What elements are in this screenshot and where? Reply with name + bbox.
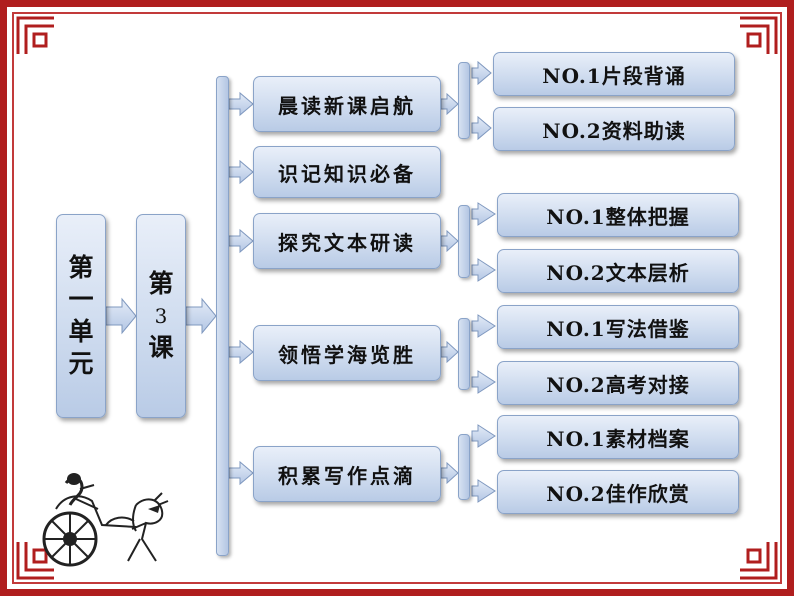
arrow-leaf-7 bbox=[471, 424, 496, 448]
corner-ornament-icon bbox=[740, 16, 778, 54]
arrow-section-5-out bbox=[440, 461, 459, 485]
corner-ornament-icon bbox=[16, 16, 54, 54]
lesson-char: 第 bbox=[148, 269, 174, 298]
lesson-box: 第 3 课 bbox=[136, 214, 186, 418]
section-box-1: 晨读新课启航 bbox=[253, 76, 441, 132]
branch-bar-5 bbox=[458, 434, 470, 500]
section-box-4: 领悟学海览胜 bbox=[253, 325, 441, 381]
leaf-label: NO.2文本层析 bbox=[546, 260, 690, 285]
corner-ornament-icon bbox=[740, 542, 778, 580]
leaf-label: NO.1整体把握 bbox=[546, 204, 690, 229]
arrow-unit-to-lesson bbox=[105, 297, 137, 335]
arrow-leaf-2 bbox=[471, 115, 492, 141]
unit-box: 第 一 单 元 bbox=[56, 214, 106, 418]
section-box-2: 识记知识必备 bbox=[253, 146, 441, 198]
section-label: 识记知识必备 bbox=[278, 161, 416, 186]
branch-bar-3 bbox=[458, 205, 470, 278]
section-label: 领悟学海览胜 bbox=[278, 342, 416, 367]
lesson-number: 3 bbox=[154, 304, 168, 328]
branch-bar-1 bbox=[458, 62, 470, 139]
inner-frame bbox=[12, 12, 782, 584]
leaf-label: NO.1素材档案 bbox=[546, 426, 690, 451]
section-label: 探究文本研读 bbox=[278, 230, 416, 255]
leaf-label: NO.1片段背诵 bbox=[542, 63, 686, 88]
leaf-box: NO.1片段背诵 bbox=[493, 52, 735, 96]
unit-char: 元 bbox=[68, 349, 94, 378]
leaf-box: NO.1整体把握 bbox=[497, 193, 739, 237]
main-connector-bar bbox=[216, 76, 229, 556]
unit-char: 单 bbox=[68, 317, 94, 346]
corner-ornament-icon bbox=[16, 542, 54, 580]
section-label: 积累写作点滴 bbox=[278, 463, 416, 488]
chariot-illustration-icon bbox=[42, 473, 169, 567]
section-box-3: 探究文本研读 bbox=[253, 213, 441, 269]
arrow-to-section-5 bbox=[228, 460, 254, 486]
arrow-to-section-4 bbox=[228, 339, 254, 365]
branch-bar-4 bbox=[458, 318, 470, 390]
arrow-to-section-1 bbox=[228, 91, 254, 117]
arrow-leaf-5 bbox=[471, 314, 496, 338]
leaf-box: NO.2高考对接 bbox=[497, 361, 739, 405]
section-box-5: 积累写作点滴 bbox=[253, 446, 441, 502]
leaf-box: NO.2资料助读 bbox=[493, 107, 735, 151]
arrow-section-3-out bbox=[440, 229, 459, 253]
leaf-label: NO.1写法借鉴 bbox=[546, 316, 690, 341]
section-label: 晨读新课启航 bbox=[278, 93, 416, 118]
arrow-to-section-2 bbox=[228, 159, 254, 185]
arrow-lesson-to-tree bbox=[185, 297, 217, 335]
arrow-section-4-out bbox=[440, 340, 459, 364]
leaf-box: NO.2文本层析 bbox=[497, 249, 739, 293]
arrow-section-1-out bbox=[440, 92, 459, 116]
arrow-leaf-4 bbox=[471, 258, 496, 282]
leaf-box: NO.1素材档案 bbox=[497, 415, 739, 459]
arrow-leaf-8 bbox=[471, 479, 496, 503]
leaf-box: NO.1写法借鉴 bbox=[497, 305, 739, 349]
leaf-label: NO.2佳作欣赏 bbox=[546, 481, 690, 506]
arrow-leaf-3 bbox=[471, 202, 496, 226]
leaf-label: NO.2资料助读 bbox=[542, 118, 686, 143]
arrow-to-section-3 bbox=[228, 228, 254, 254]
leaf-box: NO.2佳作欣赏 bbox=[497, 470, 739, 514]
unit-char: 一 bbox=[68, 285, 94, 314]
arrow-leaf-6 bbox=[471, 370, 496, 394]
lesson-char: 课 bbox=[148, 333, 174, 362]
unit-char: 第 bbox=[68, 253, 94, 282]
arrow-leaf-1 bbox=[471, 60, 492, 86]
leaf-label: NO.2高考对接 bbox=[546, 372, 690, 397]
